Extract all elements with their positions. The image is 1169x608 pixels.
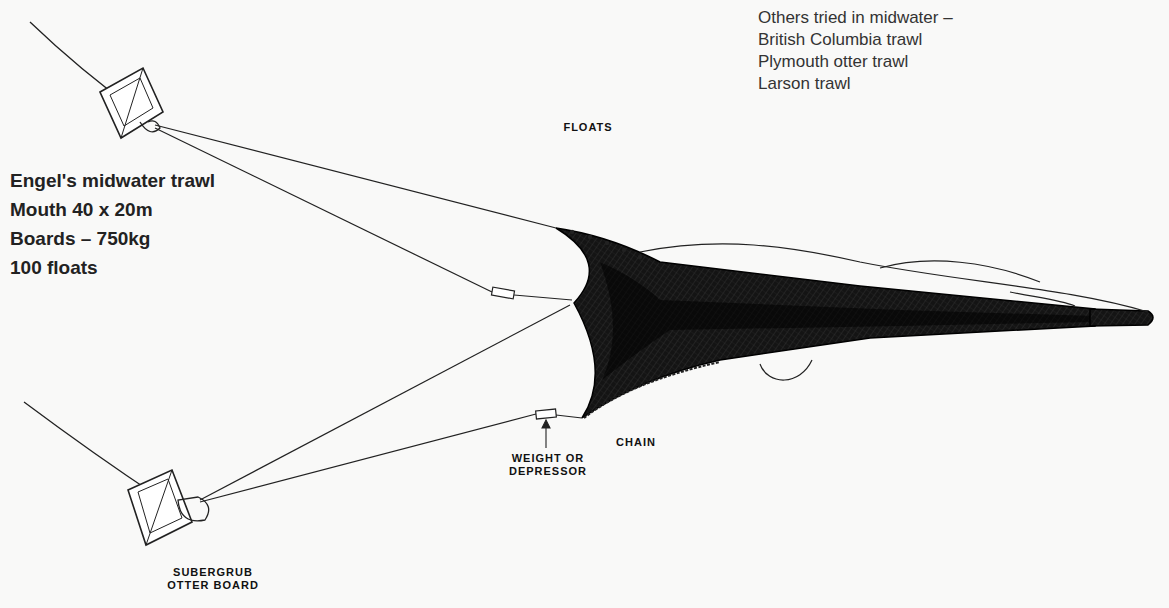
spec-text: Boards – 750kg (10, 228, 150, 250)
leader-line (542, 420, 550, 448)
spec-text: 100 floats (10, 257, 98, 279)
chain (584, 362, 720, 418)
trawl-net (556, 228, 1095, 418)
spec-text: Mouth 40 x 20m (10, 199, 153, 221)
otter-board-bottom (128, 470, 209, 545)
float-lines (640, 244, 1148, 380)
bridles (155, 125, 582, 502)
part-label: WEIGHT OR DEPRESSOR (509, 452, 587, 477)
weight-depressor (491, 287, 556, 419)
note-item: Plymouth otter trawl (758, 52, 908, 72)
note-heading: Others tried in midwater – (758, 8, 953, 28)
codend (1090, 309, 1153, 326)
part-label: CHAIN (616, 436, 656, 449)
floats (570, 230, 642, 259)
note-item: British Columbia trawl (758, 30, 922, 50)
part-label: FLOATS (563, 121, 612, 134)
net-shading (600, 262, 1095, 380)
otter-board-top (100, 68, 163, 138)
trawl-name: Engel's midwater trawl (10, 170, 215, 192)
note-item: Larson trawl (758, 74, 851, 94)
part-label: SUBERGRUB OTTER BOARD (161, 566, 265, 591)
